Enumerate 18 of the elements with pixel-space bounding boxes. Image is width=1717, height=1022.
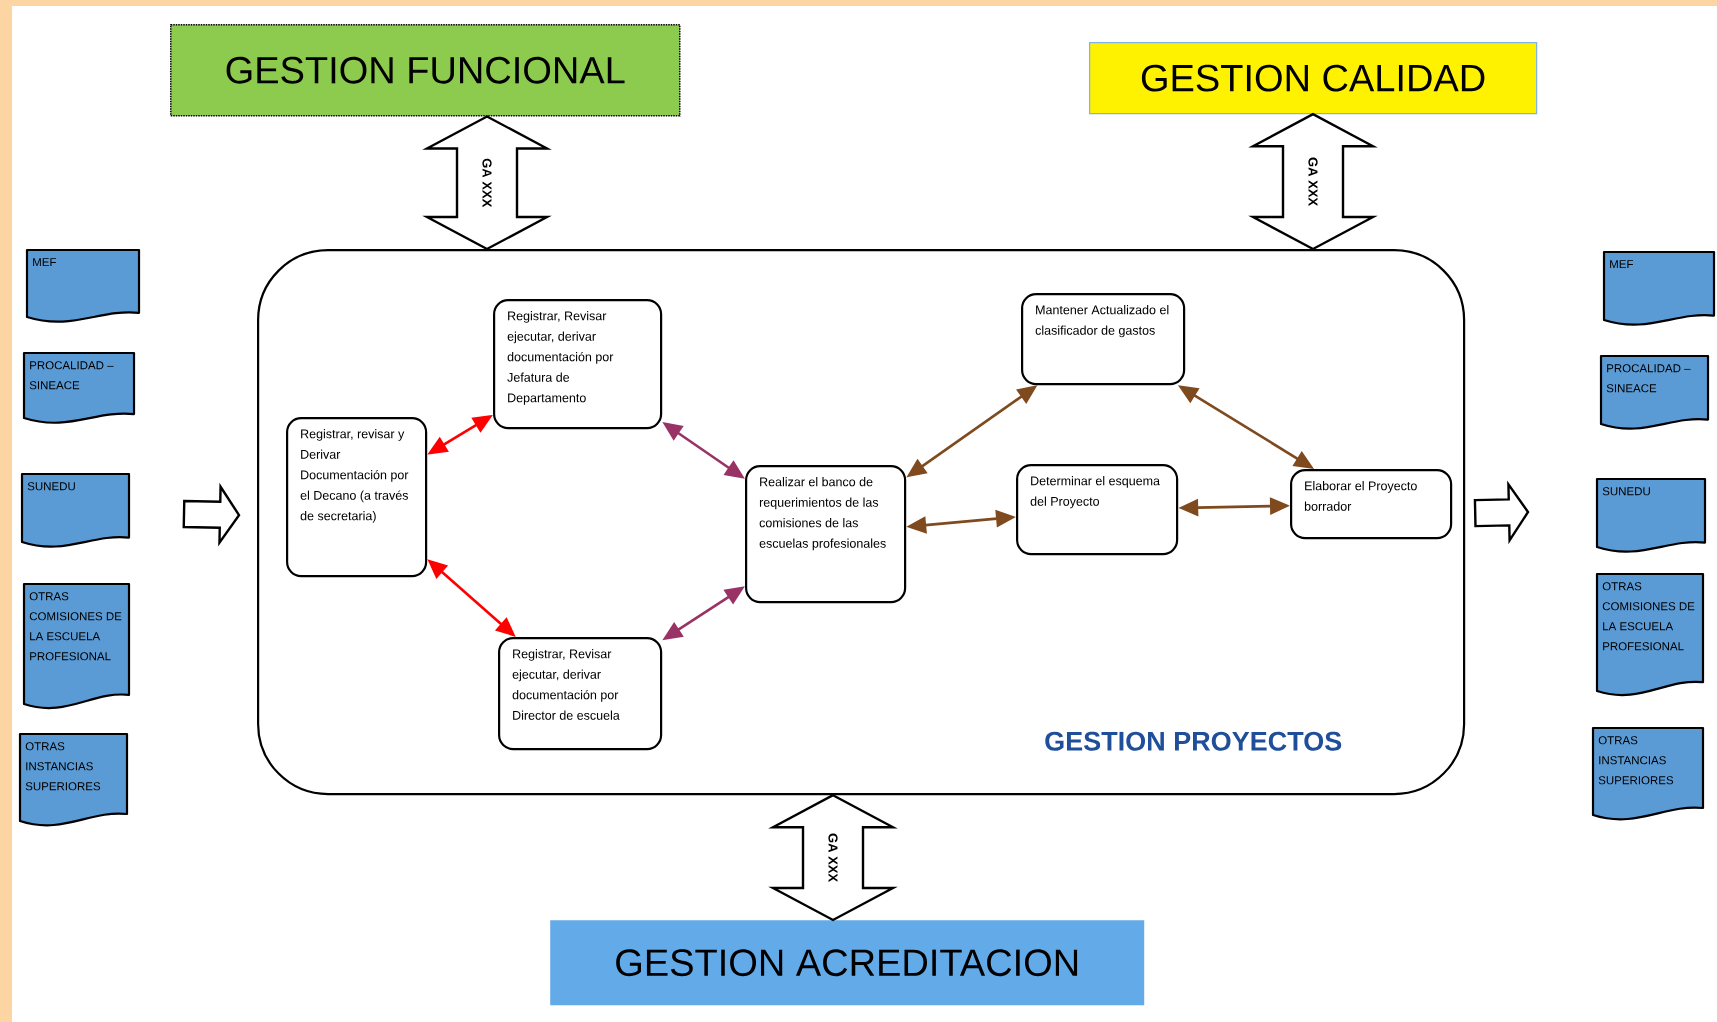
title-box: GESTION ACREDITACION <box>550 920 1145 1006</box>
process-box: Registrar, Revisar ejecutar, derivar documentación por Director de escuela <box>498 637 663 751</box>
process-box: Registrar, revisar y Derivar Documentación por el Decano (a través de secretaria) <box>286 417 428 578</box>
block-arrow <box>1473 480 1530 545</box>
process-box: Elaborar el Proyecto borrador <box>1290 469 1453 540</box>
edge-label: GA XXX <box>827 832 839 884</box>
process-box: Realizar el banco de requerimientos de las comisiones de las escuelas profesionales <box>745 465 907 604</box>
edge-label: GA XXX <box>1307 156 1319 208</box>
title-box: GESTION CALIDAD <box>1089 42 1538 115</box>
block-arrow <box>422 115 552 251</box>
process-box: Mantener Actualizado el clasificador de gastos <box>1021 293 1186 386</box>
process-box: Registrar, Revisar ejecutar, derivar documentación por Jefatura de Departamento <box>493 299 663 430</box>
block-arrow <box>1248 112 1378 251</box>
edge-label: GA XXX <box>481 157 493 209</box>
title-box: GESTION FUNCIONAL <box>170 24 681 117</box>
process-box: Determinar el esquema del Proyecto <box>1016 464 1179 556</box>
container-heading: GESTION PROYECTOS <box>1045 731 1342 751</box>
block-arrow <box>182 482 241 547</box>
